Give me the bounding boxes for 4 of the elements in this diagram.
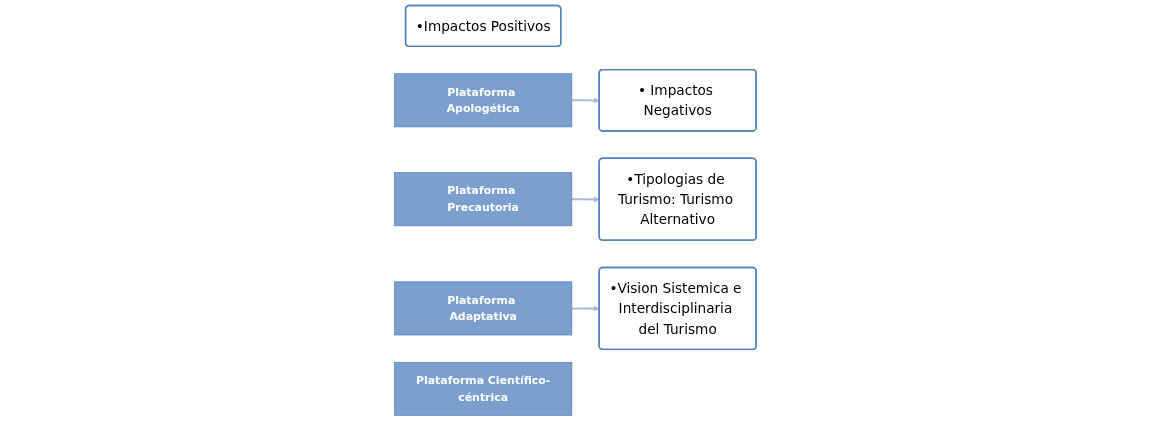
node-box: Plataforma Adaptativa [393,281,572,336]
node-box: Plataforma Científico-céntrica [393,361,572,416]
node-box: Plataforma Apologética [393,73,572,128]
node-box: Plataforma Precautoria [393,172,572,227]
